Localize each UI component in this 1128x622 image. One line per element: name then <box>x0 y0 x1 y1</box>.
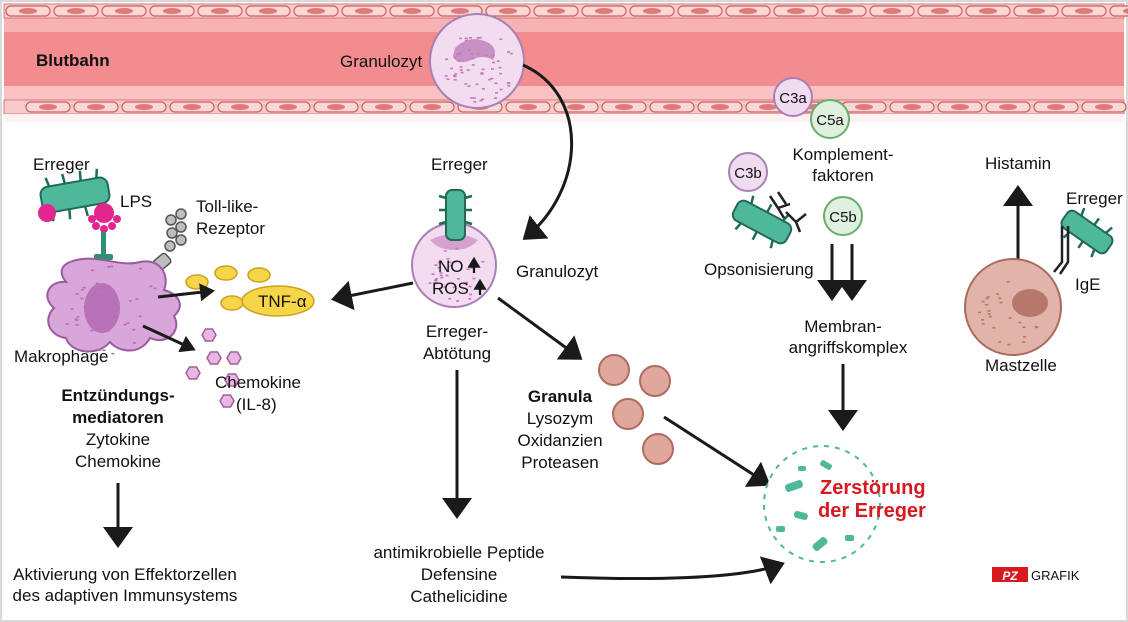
chemokine-hexagon <box>201 328 217 342</box>
opsonisation-label: Opsonisierung <box>704 260 814 279</box>
center-pathogen-label: Erreger <box>431 155 488 174</box>
c3a-molecule <box>773 77 813 117</box>
granulocyte-to-granula-arrow <box>497 296 583 360</box>
killing-line2: Abtötung <box>423 344 491 363</box>
chemokine-hexagons <box>185 328 242 408</box>
destroyed-pathogen-cloud <box>763 445 881 563</box>
macrophage-to-tnf-arrow <box>157 283 215 302</box>
complement-factors-line1: Komplement- <box>792 145 893 164</box>
mast-cell <box>964 258 1062 356</box>
macrophage-label: Makrophage <box>14 347 109 366</box>
macrophage <box>46 257 181 355</box>
histamine-label: Histamin <box>985 154 1051 173</box>
lps-molecule-left <box>38 204 56 222</box>
lps-molecule <box>94 203 114 223</box>
mediators-title-line2: mediatoren <box>72 408 164 427</box>
blood-granulocyte-label: Granulozyt <box>340 52 422 71</box>
c5b-molecule <box>823 196 863 236</box>
activation-line2: des adaptiven Immunsystems <box>13 586 238 605</box>
granula-spheres <box>598 354 674 465</box>
ige-label: IgE <box>1075 275 1101 294</box>
mac-line1: Membran- <box>804 317 881 336</box>
extravasation-arrow <box>522 63 574 240</box>
granula-item-1: Lysozym <box>527 409 593 428</box>
destruction-line2: der Erreger <box>818 500 926 522</box>
center-pathogen <box>438 189 473 241</box>
toll-like-receptor <box>152 208 187 272</box>
right-pathogen-label: Erreger <box>1066 189 1123 208</box>
c3b-antibodies <box>768 191 807 233</box>
tlr-label-line1: Toll-like- <box>196 197 258 216</box>
mac-line2: angriffskomplex <box>789 338 908 357</box>
ige-antibody <box>1053 226 1070 275</box>
mast-cell-label: Mastzelle <box>985 356 1057 375</box>
vessel-wall-bottom <box>3 99 1127 115</box>
logo-badge-text: PZ <box>1002 569 1018 583</box>
no-label: NO <box>438 257 464 276</box>
right-pathogen <box>1060 207 1114 258</box>
chemokine-hexagon <box>219 394 235 408</box>
complement-factors-line2: faktoren <box>812 166 873 185</box>
chemokine-hexagon <box>206 351 222 365</box>
peptides-arrow <box>560 556 785 585</box>
tnf-label: TNF-α <box>258 292 307 311</box>
c5a-label: C5a <box>816 112 844 129</box>
chemokine-hexagon <box>226 351 242 365</box>
peptides-line2: Defensine <box>421 565 498 584</box>
logo-text: GRAFIK <box>1031 568 1080 583</box>
blood-vessel <box>3 3 1128 122</box>
vessel-wall-top <box>3 3 1128 19</box>
c5b-label: C5b <box>829 209 857 226</box>
c3b-molecule <box>728 152 768 192</box>
c3b-label: C3b <box>734 165 762 182</box>
blood-lumen-bottom-shade <box>4 86 1124 100</box>
chemokine-hexagon <box>185 366 201 380</box>
peptides-line1: antimikrobielle Peptide <box>373 543 544 562</box>
center-granulocyte-label: Granulozyt <box>516 262 598 281</box>
granula-item-2: Oxidanzien <box>517 431 602 450</box>
opsonised-pathogen <box>731 195 793 249</box>
granulocyte-to-tnf-arrow <box>331 280 414 311</box>
chemokine-label-line2: (IL-8) <box>236 395 277 414</box>
lps-label: LPS <box>120 192 152 211</box>
c5a-molecule <box>810 99 850 139</box>
ros-label: ROS <box>432 279 469 298</box>
mediators-title-line1: Entzündungs- <box>61 386 174 405</box>
blood-label: Blutbahn <box>36 51 110 70</box>
killing-line1: Erreger- <box>426 322 488 341</box>
peptides-line3: Cathelicidine <box>410 587 507 606</box>
activation-line1: Aktivierung von Effektorzellen <box>13 565 237 584</box>
chemokine-label-line1: Chemokine <box>215 373 301 392</box>
chemokine-hexagon <box>224 373 240 387</box>
logo-badge <box>992 567 1028 582</box>
macrophage-to-chemokine-arrow <box>142 324 196 353</box>
granula-arrow <box>663 415 771 487</box>
mediators-item-1: Zytokine <box>86 430 150 449</box>
granula-item-3: Proteasen <box>521 453 599 472</box>
left-pathogen-label: Erreger <box>33 155 90 174</box>
tlr-label-line2: Rezeptor <box>196 219 265 238</box>
destruction-line1: Zerstörung <box>820 477 926 499</box>
c3a-label: C3a <box>779 90 807 107</box>
blood-lumen-top-shade <box>4 18 1124 32</box>
vessel-outer-fade <box>4 114 1124 122</box>
granula-title: Granula <box>528 387 593 406</box>
mediators-item-2: Chemokine <box>75 452 161 471</box>
tnf-cytokines <box>185 265 315 317</box>
granulocyte-in-blood <box>429 13 525 109</box>
